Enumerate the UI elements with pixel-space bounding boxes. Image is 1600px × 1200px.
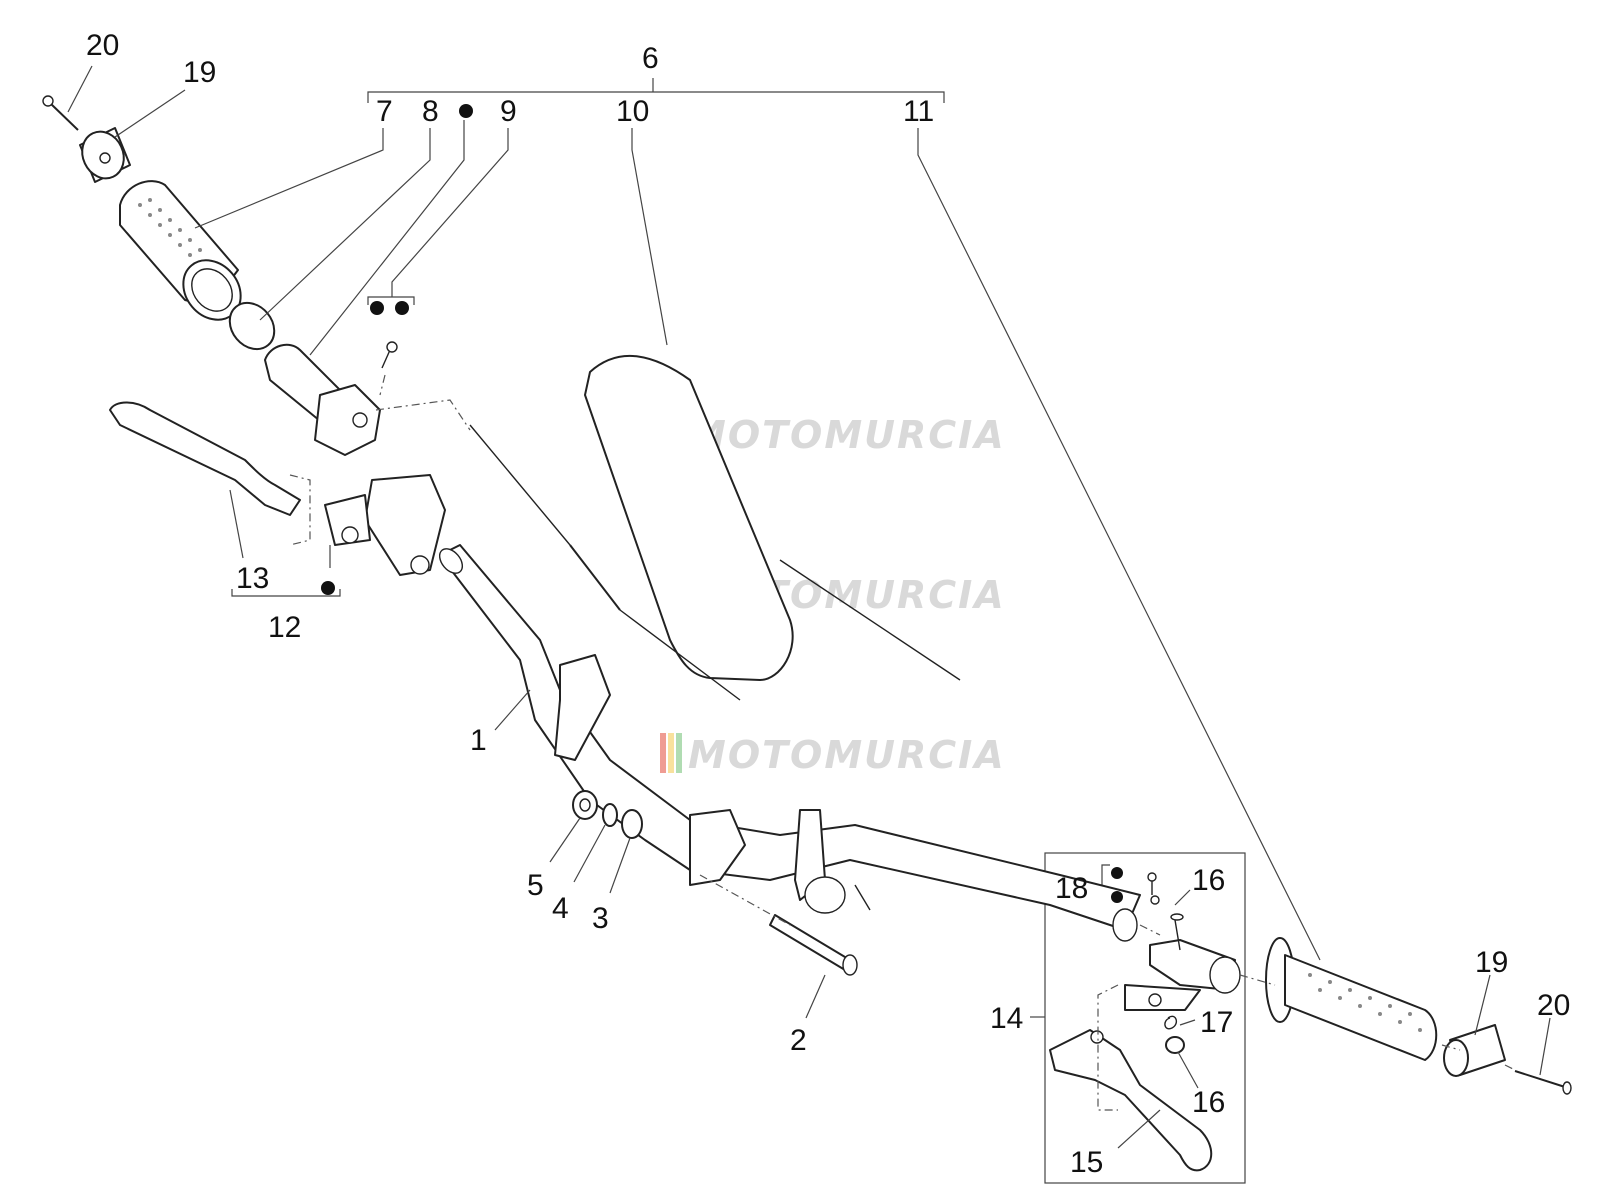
- callout-6: 6: [642, 42, 659, 75]
- handlebar-tube: [438, 544, 1141, 942]
- callout-10: 10: [616, 95, 649, 128]
- callout-18: 18: [1055, 872, 1088, 905]
- callout-14: 14: [990, 1002, 1023, 1035]
- group-bracket-6: [367, 78, 945, 103]
- right-lever-bracket: [1124, 913, 1241, 1011]
- screw-small-right-2: [1150, 895, 1160, 905]
- kit-box-14: [1044, 852, 1246, 1184]
- callout-16-top: 16: [1192, 864, 1225, 897]
- callout-12: 12: [268, 611, 301, 644]
- washer-small: [602, 803, 618, 827]
- throttle-assembly: [264, 343, 381, 456]
- callout-20-right: 20: [1537, 989, 1570, 1022]
- washer-large: [621, 809, 643, 839]
- lever-spring: [1164, 1015, 1178, 1030]
- clutch-lever-right: [1049, 1029, 1213, 1172]
- callout-7: 7: [376, 95, 393, 128]
- marker-dots: [321, 104, 1123, 903]
- callout-2: 2: [790, 1024, 807, 1057]
- throttle-cable: [584, 355, 794, 681]
- bar-end-bolt-left: [42, 95, 79, 131]
- left-grip: [119, 180, 242, 321]
- callout-19-left: 19: [183, 56, 216, 89]
- callout-16-bottom: 16: [1192, 1086, 1225, 1119]
- screw-small-left: [381, 341, 398, 369]
- callout-1: 1: [470, 724, 487, 757]
- bar-end-weight-right: [1443, 1024, 1506, 1077]
- right-grip: [1265, 937, 1438, 1061]
- callout-17: 17: [1200, 1006, 1233, 1039]
- screw-small-right-1: [1147, 872, 1157, 895]
- watermark-text-1: MOTOMURCIA: [688, 413, 1006, 457]
- callout-9: 9: [500, 95, 517, 128]
- leader-lines: [67, 65, 1551, 1149]
- group-bracket-12: [231, 589, 341, 597]
- master-cylinder: [324, 474, 446, 576]
- bar-end-weight-left: [79, 127, 131, 183]
- callout-labels: 20 19 6 7 8 9 10 11 13 12 1 5 4 3 2 18 1…: [86, 29, 1570, 1179]
- callout-5: 5: [527, 869, 544, 902]
- callout-13: 13: [236, 562, 269, 595]
- nut: [572, 790, 598, 820]
- bar-end-bolt-right: [1514, 1070, 1572, 1095]
- handlebar-bolt: [769, 914, 858, 976]
- watermark-text-3: MOTOMURCIA: [688, 733, 1006, 777]
- callout-19-right: 19: [1475, 946, 1508, 979]
- callout-4: 4: [552, 892, 569, 925]
- lever-nut: [1165, 1036, 1185, 1054]
- brake-lever-left: [109, 401, 301, 516]
- watermark-1: MOTOMURCIA: [660, 413, 1006, 457]
- watermark-3: MOTOMURCIA: [660, 733, 1006, 777]
- callout-11: 11: [903, 95, 934, 128]
- callout-20-left: 20: [86, 29, 119, 62]
- control-cable: [469, 424, 961, 701]
- callout-15: 15: [1070, 1146, 1103, 1179]
- callout-8: 8: [422, 95, 439, 128]
- assembly-axes: [289, 374, 1516, 1111]
- callout-3: 3: [592, 902, 609, 935]
